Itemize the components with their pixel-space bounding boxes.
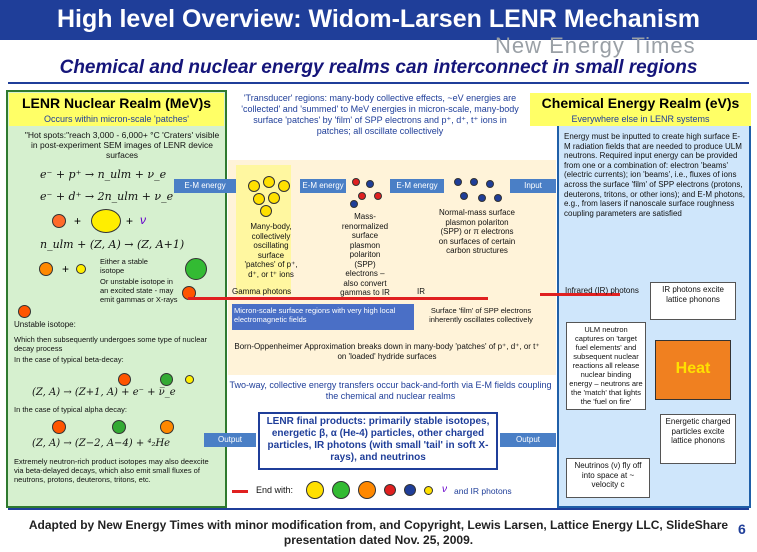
beta-decay-intro: Which then subsequently undergoes some t… xyxy=(14,335,208,353)
electron-ball xyxy=(494,194,502,202)
formula-electron-proton: e⁻ + p⁺ → n_ulm + ν_e xyxy=(40,168,167,181)
heavy-electron-ball xyxy=(374,192,382,200)
formula-neutron-capture: n_ulm + (Z, A) → (Z, A+1) xyxy=(40,238,185,251)
legend-ball xyxy=(384,484,396,496)
either-stable-text: Either a stable isotope xyxy=(100,257,148,275)
chemical-realm-title: Chemical Energy Realm (eV)s xyxy=(530,93,751,113)
electron-ball xyxy=(185,375,194,384)
ir-phonons-box: IR photons excite lattice phonons xyxy=(650,282,736,320)
end-with-arrow xyxy=(232,490,248,493)
nucleus-ball xyxy=(52,214,66,228)
input-arrow: Input xyxy=(510,179,556,193)
surface-film-text: Surface 'film' of SPP electrons inherent… xyxy=(429,306,533,324)
legend-ball xyxy=(358,481,376,499)
divider xyxy=(8,82,749,84)
ir-arrow xyxy=(540,293,620,296)
plus-sign: + xyxy=(126,214,134,228)
unstable-isotope-label: Unstable isotope: xyxy=(14,320,76,329)
em-energy-arrow: E-M energy xyxy=(390,179,444,193)
normal-mass-label: Normal-mass surface plasmon polariton (S… xyxy=(438,208,516,255)
neutron-rich-text: Extremely neutron-rich product isotopes … xyxy=(14,457,209,484)
legend-ball xyxy=(306,481,324,499)
energy-input-text: Energy must be inputted to create high s… xyxy=(564,132,745,218)
output-arrow: Output xyxy=(204,433,256,447)
alpha-daughter-ball xyxy=(112,420,126,434)
chemical-realm-subtitle: Everywhere else in LENR systems xyxy=(530,113,751,126)
unstable-isotope-text: Or unstable isotope in an excited state … xyxy=(100,277,178,304)
page-number: 6 xyxy=(738,521,746,537)
gamma-photons-label: Gamma photons xyxy=(232,287,292,296)
heavy-electron-ball xyxy=(358,192,366,200)
alpha-parent-ball xyxy=(52,420,66,434)
mass-renorm-label: Mass-renormalized surface plasmon polari… xyxy=(340,212,390,297)
formula-beta-decay: (Z, A) → (Z+1, A) + e⁻ + ν̅_e xyxy=(32,387,176,398)
many-body-label: Many-body, collectively oscillating surf… xyxy=(244,222,298,279)
nuclear-realm-title: LENR Nuclear Realm (MeV)s xyxy=(9,93,224,113)
plus-sign: + xyxy=(74,214,82,228)
end-with-label: End with: xyxy=(256,485,294,495)
ulm-capture-box: ULM neutron captures on 'target fuel ele… xyxy=(566,322,646,410)
electron-ball xyxy=(478,194,486,202)
target-nucleus xyxy=(39,262,53,276)
formula-electron-deuteron: e⁻ + d⁺ → 2n_ulm + ν_e xyxy=(40,190,174,203)
subtitle: Chemical and nuclear energy realms can i… xyxy=(59,57,698,78)
alpha-particle-ball xyxy=(160,420,174,434)
output-arrow: Output xyxy=(500,433,556,447)
neutrinos-box: Neutrinos (ν) fly off into space at ~ ve… xyxy=(566,458,650,498)
proton-ball xyxy=(260,205,272,217)
legend-ball xyxy=(332,481,350,499)
proton-ball xyxy=(253,193,265,205)
plus-sign: + xyxy=(62,262,70,276)
heavy-electron-ball xyxy=(352,178,360,186)
unstable-isotope-ball xyxy=(18,305,31,318)
footer-credit: Adapted by New Energy Times with minor m… xyxy=(28,518,729,547)
two-way-text: Two-way, collective energy transfers occ… xyxy=(229,380,552,401)
decay-ball xyxy=(118,373,131,386)
neutrino-symbol: ν xyxy=(442,484,447,495)
energetic-particles-box: Energetic charged particles excite latti… xyxy=(660,414,736,464)
em-energy-arrow: E-M energy xyxy=(300,179,346,193)
proton-ball xyxy=(268,192,280,204)
ir-label: IR xyxy=(417,287,425,296)
page-title: High level Overview: Widom-Larsen LENR M… xyxy=(0,0,757,40)
ulm-neutron-ball xyxy=(91,209,121,233)
electron-ball xyxy=(460,192,468,200)
electron-ball xyxy=(454,178,462,186)
proton-ball xyxy=(278,180,290,192)
hotspots-text: "Hot spots:"reach 3,000 - 6,000+ °C 'Cra… xyxy=(24,130,220,160)
decay-product-ball xyxy=(160,373,173,386)
em-energy-arrow: E-M energy xyxy=(174,179,236,193)
divider xyxy=(8,508,749,510)
electron-ball xyxy=(366,180,374,188)
micron-regions-box: Micron-scale surface regions with very h… xyxy=(232,304,414,330)
alpha-case-label: In the case of typical alpha decay: xyxy=(14,405,127,414)
nuclear-realm-subtitle: Occurs within micron-scale 'patches' xyxy=(9,113,224,126)
legend-ball xyxy=(424,486,433,495)
proton-ball xyxy=(263,176,275,188)
neutron-ball xyxy=(76,264,86,274)
electron-ball xyxy=(350,200,358,208)
final-products-box: LENR final products: primarily stable is… xyxy=(258,412,498,470)
watermark-logo: New Energy Times xyxy=(495,33,696,58)
heat-image: Heat xyxy=(655,340,731,400)
gamma-arrow xyxy=(188,297,488,300)
electron-ball xyxy=(470,178,478,186)
legend-ball xyxy=(404,484,416,496)
beta-case-label: In the case of typical beta-decay: xyxy=(14,355,124,364)
stable-isotope-ball xyxy=(185,258,207,280)
infrared-label: Infrared (IR) photons xyxy=(565,286,639,295)
proton-ball xyxy=(248,180,260,192)
transducer-text: 'Transducer' regions: many-body collecti… xyxy=(241,93,519,136)
formula-alpha-decay: (Z, A) → (Z−2, A−4) + ⁴₂He xyxy=(32,438,171,449)
neutrino-symbol: ν xyxy=(140,213,146,227)
born-oppenheimer-text: Born-Oppenheimer Approximation breaks do… xyxy=(234,342,540,361)
electron-ball xyxy=(486,180,494,188)
and-ir-label: and IR photons xyxy=(454,486,512,496)
